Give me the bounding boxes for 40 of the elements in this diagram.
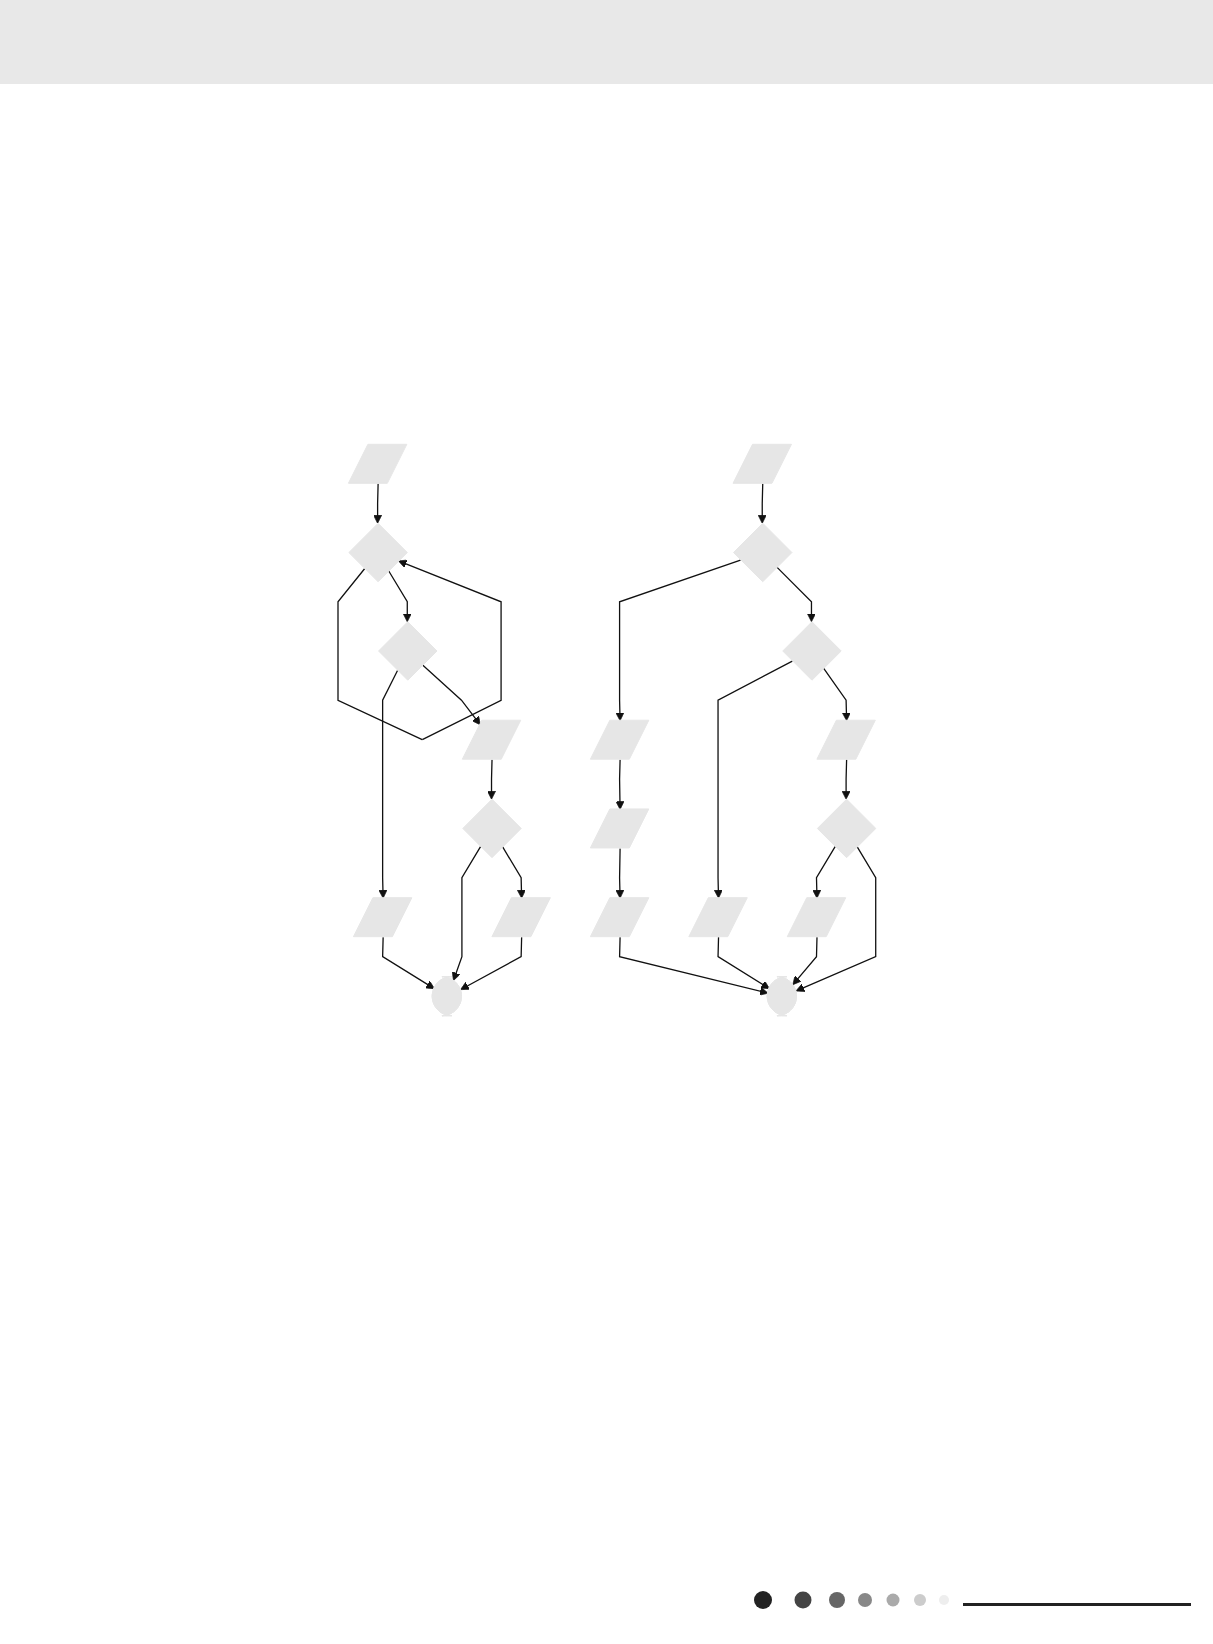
node-parallelogram bbox=[786, 897, 846, 938]
arrow bbox=[421, 664, 481, 726]
arrow bbox=[713, 660, 793, 899]
node-diamond bbox=[816, 798, 876, 859]
node-diamond bbox=[461, 798, 522, 859]
arrow bbox=[615, 759, 624, 810]
arrow bbox=[381, 936, 435, 990]
arrow bbox=[775, 566, 816, 623]
node-parallelogram bbox=[347, 443, 407, 484]
node-parallelogram bbox=[491, 897, 551, 938]
arrow bbox=[501, 846, 526, 899]
arrow bbox=[618, 936, 769, 996]
arrow bbox=[336, 559, 502, 741]
node-parallelogram bbox=[732, 443, 792, 484]
node-diamond bbox=[781, 621, 842, 681]
arrow bbox=[486, 759, 496, 800]
node-parallelogram bbox=[589, 897, 649, 938]
arrow bbox=[811, 846, 836, 899]
arrow bbox=[757, 483, 767, 524]
arrow bbox=[615, 559, 741, 722]
node-parallelogram bbox=[352, 897, 412, 938]
arrow bbox=[795, 846, 876, 992]
arrow bbox=[378, 669, 398, 899]
node-parallelogram bbox=[589, 808, 649, 849]
node-diamond bbox=[732, 522, 793, 583]
arrow bbox=[451, 846, 481, 981]
arrow bbox=[387, 570, 412, 623]
arrow bbox=[716, 936, 770, 990]
arrow bbox=[615, 847, 624, 899]
arrow bbox=[792, 936, 818, 986]
node-diamond bbox=[347, 522, 408, 583]
node-parallelogram bbox=[589, 719, 649, 760]
arrow bbox=[822, 667, 851, 722]
node-diamond bbox=[377, 621, 438, 681]
arrow bbox=[841, 759, 851, 800]
arrow bbox=[372, 483, 382, 524]
node-parallelogram bbox=[461, 719, 521, 760]
node-parallelogram bbox=[687, 897, 748, 938]
arrow bbox=[459, 936, 522, 990]
node-parallelogram bbox=[815, 719, 876, 760]
